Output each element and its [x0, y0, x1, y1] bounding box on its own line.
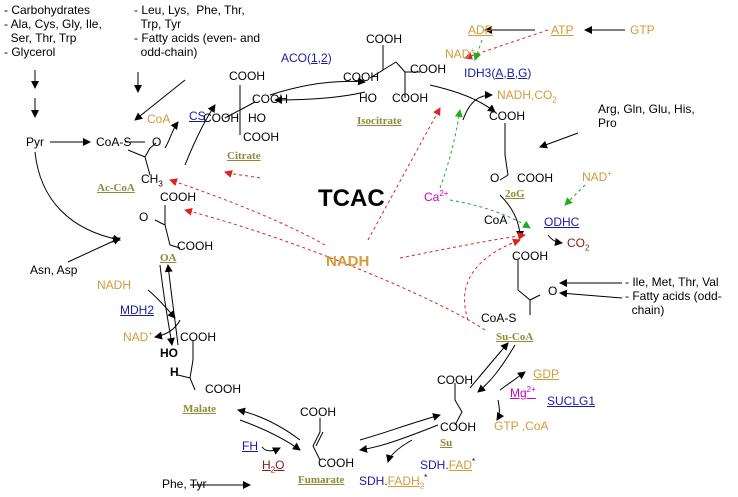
enzyme-fh[interactable]: FH [242, 439, 258, 453]
og-oxygen: O [490, 171, 500, 185]
metabolite-su: Su [440, 437, 453, 449]
cofactor-atp: ATP [551, 23, 574, 37]
nadh-center-label: NADH [326, 253, 370, 270]
metabolite-malate: Malate [183, 403, 216, 415]
metabolite-citrate: Citrate [227, 150, 261, 162]
isocitrate-cooh-left: COOH [343, 70, 379, 84]
oa-oxygen: O [139, 210, 149, 224]
source-ile-met: - Ile, Met, Thr, Val - Fatty acids (odd-… [625, 275, 722, 317]
accoa-oxygen: O [152, 135, 162, 149]
cofactor-nad-mdh: NAD+ [123, 329, 154, 345]
source-carbohydrates-aminoacids: - Carbohydrates - Ala, Cys, Gly, Ile, Se… [4, 3, 102, 59]
enzyme-mdh2[interactable]: MDH2 [120, 303, 155, 317]
isocitrate-ho: HO [359, 91, 377, 105]
citrate-cooh-bottom: COOH [243, 130, 279, 144]
oa-cooh-top: COOH [160, 190, 196, 204]
ion-calcium: Ca2+ [424, 189, 449, 205]
cofactor-nadh-mdh: NADH [97, 278, 132, 292]
enzyme-idh3[interactable]: IDH3(A,B,G) [464, 66, 532, 80]
pyruvate-label: Pyr [26, 135, 44, 149]
malate-cooh-bottom: COOH [205, 382, 241, 396]
citrate-cooh-right: COOH [252, 92, 288, 106]
og-cooh-top: COOH [489, 109, 525, 123]
malate-cooh-top: COOH [180, 330, 216, 344]
citrate-cooh-top: COOH [229, 69, 265, 83]
su-cooh-bottom: COOH [440, 420, 476, 434]
su-cooh-top: COOH [437, 373, 473, 387]
accoa-coas-atoms: CoA-S [96, 135, 132, 149]
tcac-title: TCAC [318, 185, 385, 212]
metabolite-2og: 2oG [505, 188, 525, 200]
isocitrate-cooh-right: COOH [410, 62, 446, 76]
og-coa: CoA [484, 213, 508, 227]
metabolite-oa: OA [160, 252, 177, 264]
sdh-fadh2: SDH.FADH2* [359, 473, 428, 491]
oa-cooh-bottom: COOH [177, 239, 213, 253]
og-cooh-bottom: COOH [517, 171, 553, 185]
cofactor-h2o: H2O [262, 458, 285, 475]
isocitrate-cooh-top: COOH [366, 32, 402, 46]
fumarate-cooh-bottom: COOH [318, 456, 354, 470]
cofactor-nad-isocitrate: NAD+ [445, 46, 476, 62]
ion-magnesium: Mg2+ [510, 385, 536, 401]
cofactor-gtp-top: GTP [630, 23, 655, 37]
malate-h: H [170, 365, 179, 379]
cofactor-nad-og: NAD+ [582, 169, 613, 185]
malate-ho: HO [160, 346, 178, 360]
sucoa-cooh: COOH [512, 249, 548, 263]
cofactor-co2-odhc: CO2 [567, 236, 590, 253]
sucoa-coas: CoA-S [481, 311, 517, 325]
metabolite-fumarate: Fumarate [298, 474, 345, 486]
source-phe-tyr: Phe, Tyr [162, 477, 207, 491]
source-leu-lys-fattyacids: - Leu, Lys, Phe, Thr, Trp, Tyr - Fatty a… [134, 3, 261, 59]
enzyme-suclg1[interactable]: SUCLG1 [547, 394, 596, 408]
enzyme-aco[interactable]: ACO(1,2) [281, 51, 332, 65]
metabolite-accoa: Ac-CoA [97, 182, 135, 194]
accoa-methyl: CH3 [141, 172, 163, 189]
source-asn-asp: Asn, Asp [30, 263, 78, 277]
sucoa-oxygen: O [548, 284, 558, 298]
enzyme-odhc[interactable]: ODHC [544, 215, 580, 229]
metabolite-isocitrate: Isocitrate [357, 115, 402, 127]
citrate-ho: HO [248, 111, 266, 125]
sdh-fad: SDH.FAD* [420, 457, 476, 472]
cofactor-gtp-coa: GTP ,CoA [494, 419, 549, 433]
enzyme-cs[interactable]: CS [189, 109, 206, 123]
fumarate-cooh-top: COOH [300, 405, 336, 419]
cofactor-coa-cs: CoA [147, 112, 171, 126]
cofactor-adp: ADP [468, 23, 493, 37]
cofactor-gdp: GDP [533, 367, 560, 381]
citrate-cooh-left: COOH [203, 111, 239, 125]
source-arg-gln: Arg, Gln, Glu, His, Pro [598, 102, 695, 130]
metabolite-sucoa: Su-CoA [496, 331, 534, 343]
cofactor-nadh-co2-idh: NADH,CO2 [497, 88, 557, 105]
isocitrate-cooh-bottom: COOH [392, 91, 428, 105]
